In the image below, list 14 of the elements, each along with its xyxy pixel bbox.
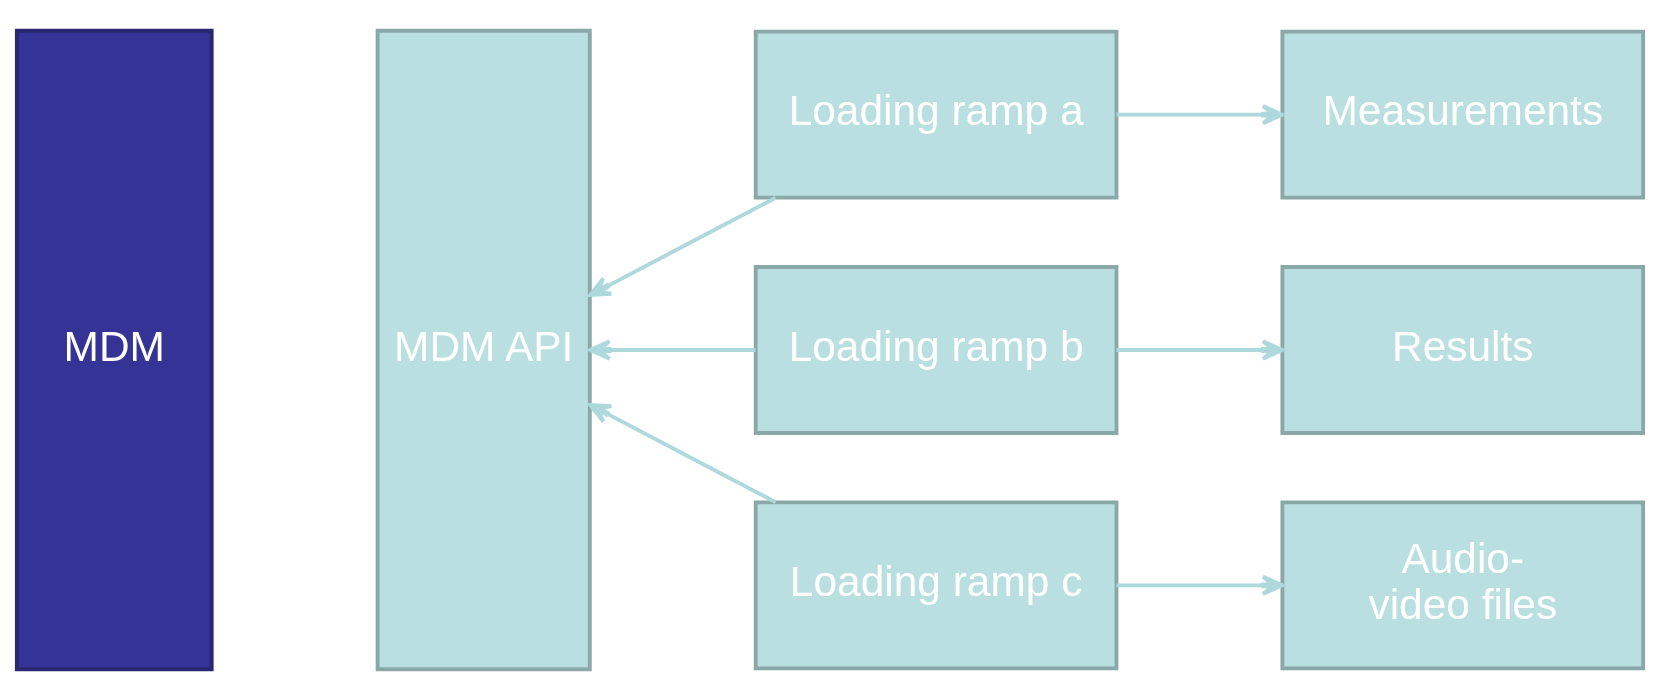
node-box: MDM [14, 28, 214, 671]
node-box: Loading ramp a [753, 29, 1119, 199]
node-box: Measurements [1280, 29, 1646, 199]
arrow [588, 402, 777, 504]
arrow [588, 195, 777, 297]
node-box: MDM API [375, 28, 592, 671]
node-box: Results [1280, 264, 1646, 435]
arrow [1116, 338, 1285, 361]
arrow [588, 338, 756, 361]
arrow [1116, 103, 1285, 125]
node-box: Loading ramp b [753, 264, 1119, 435]
node-box: Audio- video files [1280, 500, 1646, 670]
node-box: Loading ramp c [753, 500, 1119, 670]
arrow [1116, 574, 1285, 596]
